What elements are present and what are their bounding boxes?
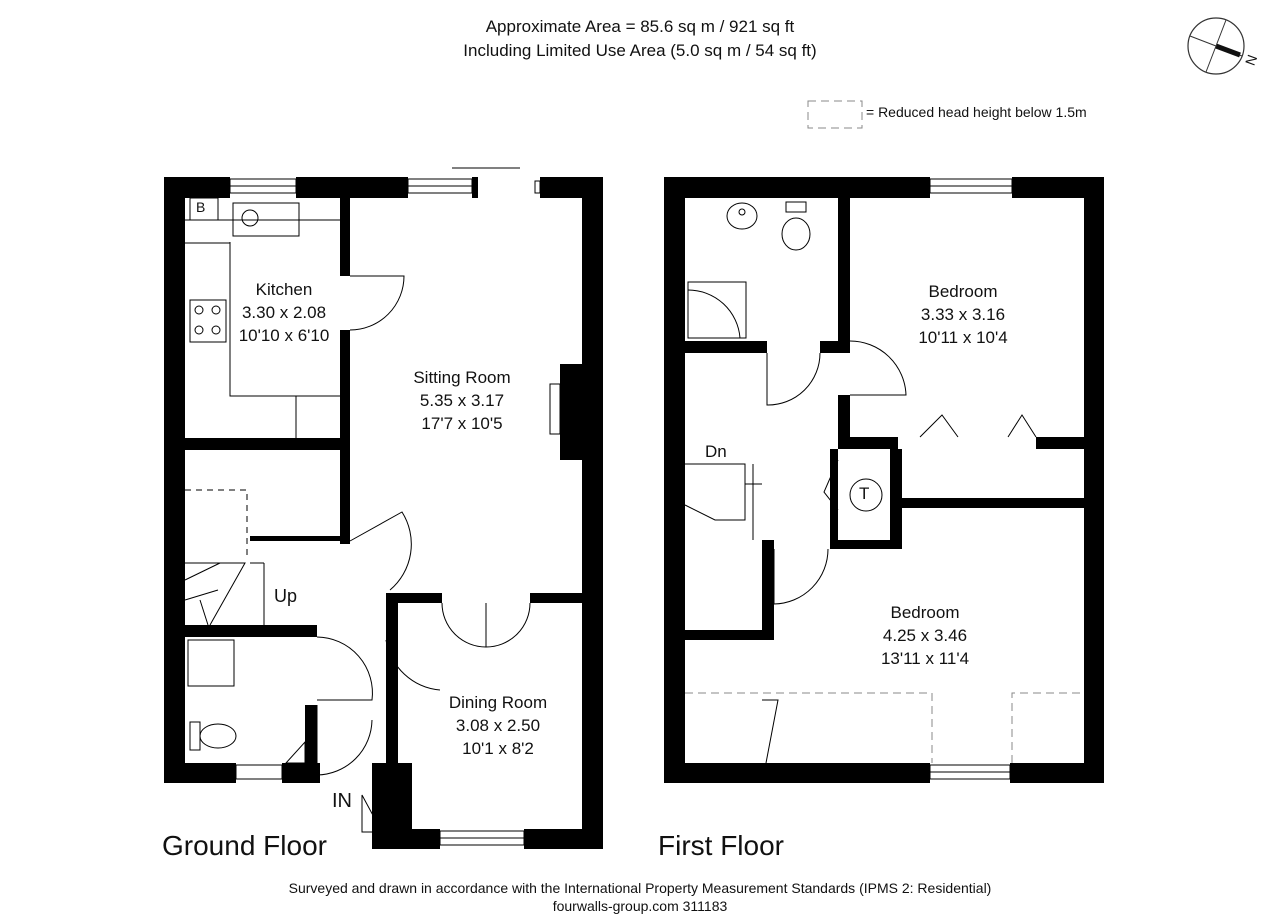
dining-room-label: Dining Room 3.08 x 2.50 10'1 x 8'2: [449, 691, 547, 760]
room-metric: 4.25 x 3.46: [882, 626, 968, 645]
tank-label: T: [859, 484, 870, 503]
room-metric: 5.35 x 3.17: [419, 391, 505, 410]
entrance-label: IN: [332, 790, 352, 812]
room-imperial: 17'7 x 10'5: [421, 414, 503, 433]
room-name: Bedroom: [890, 603, 960, 622]
bedroom-1-label: Bedroom 3.33 x 3.16 10'11 x 10'4: [918, 280, 1007, 349]
first-floor-title: First Floor: [658, 830, 784, 861]
room-name: Kitchen: [255, 280, 313, 299]
first-floor-fixtures: [684, 201, 1084, 763]
first-floor-windows: [929, 178, 1013, 780]
website-reference: fourwalls-group.com 311183: [552, 898, 728, 914]
ground-floor-windows: [229, 167, 541, 846]
stairs-up-label: Up: [274, 586, 298, 606]
survey-standard-note: Surveyed and drawn in accordance with th…: [288, 880, 992, 896]
room-metric: 3.33 x 3.16: [920, 305, 1006, 324]
room-imperial: 10'10 x 6'10: [238, 326, 330, 345]
first-floor-walls: [664, 177, 1104, 783]
ground-floor-walls: [164, 177, 603, 849]
reduced-height-legend-text: = Reduced head height below 1.5m: [866, 104, 1087, 120]
room-name: Dining Room: [448, 693, 548, 712]
room-name: Sitting Room: [413, 368, 511, 387]
room-name: Bedroom: [928, 282, 998, 301]
room-metric: 3.30 x 2.08: [241, 303, 327, 322]
ground-floor-title: Ground Floor: [162, 830, 327, 861]
ground-floor-fixtures: [184, 197, 561, 764]
reduced-height-legend-swatch: [807, 100, 863, 129]
area-summary: Approximate Area = 85.6 sq m / 921 sq ft: [485, 17, 795, 36]
boiler-label: B: [196, 199, 206, 215]
limited-use-area: Including Limited Use Area (5.0 sq m / 5…: [463, 41, 817, 60]
ground-floor-doors: [316, 275, 531, 833]
room-imperial: 13'11 x 11'4: [880, 649, 970, 668]
stairs-down-label: Dn: [705, 442, 727, 461]
compass-icon: [1187, 17, 1245, 75]
room-imperial: 10'11 x 10'4: [918, 328, 1008, 347]
sitting-room-label: Sitting Room 5.35 x 3.17 17'7 x 10'5: [413, 366, 510, 435]
first-floor-doors: [762, 340, 1037, 764]
room-metric: 3.08 x 2.50: [455, 716, 541, 735]
bedroom-2-label: Bedroom 4.25 x 3.46 13'11 x 11'4: [881, 601, 969, 670]
room-imperial: 10'1 x 8'2: [462, 739, 534, 758]
kitchen-label: Kitchen 3.30 x 2.08 10'10 x 6'10: [239, 278, 330, 347]
